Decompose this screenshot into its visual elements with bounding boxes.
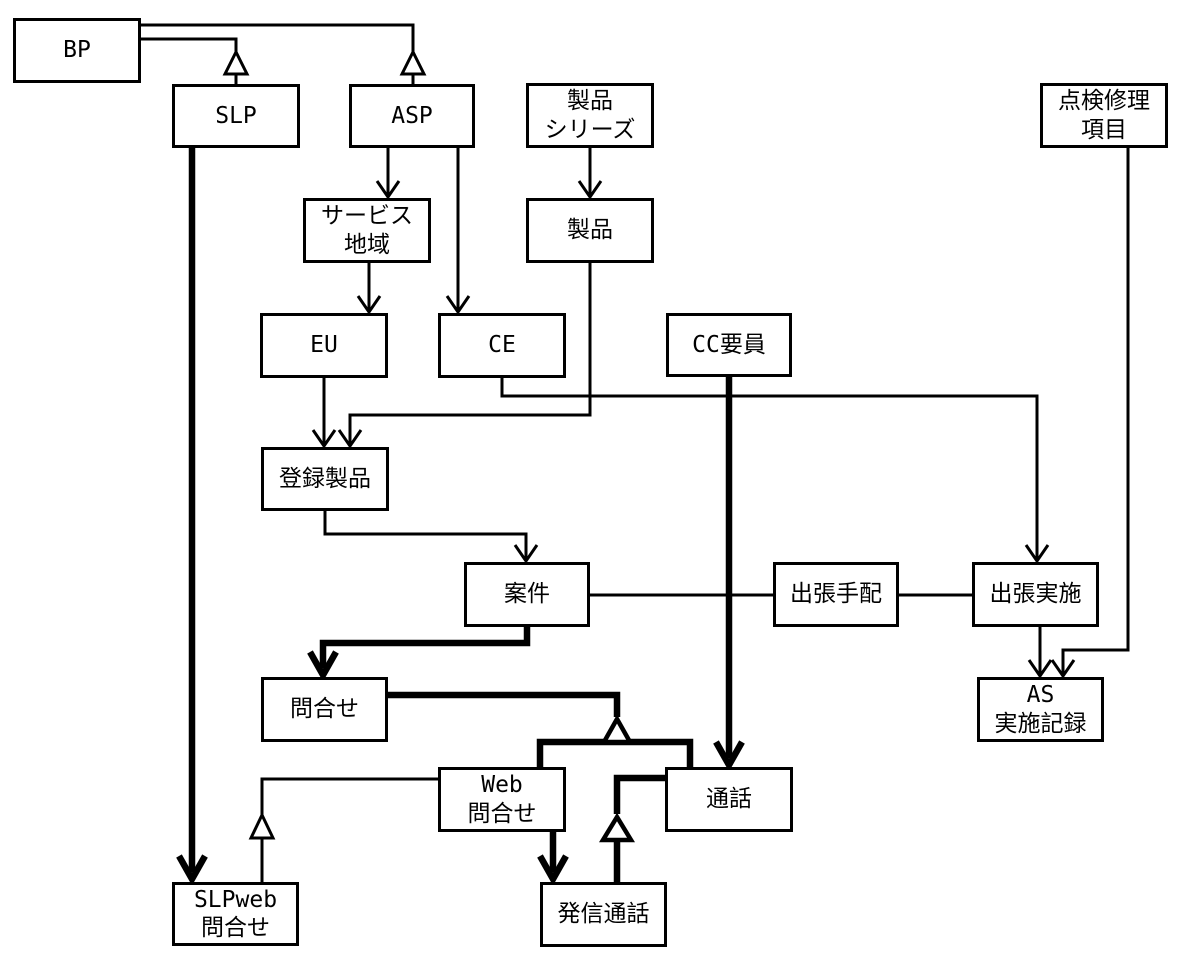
node-slp: SLP [172, 84, 300, 148]
node-inquiry: 問合せ [261, 677, 388, 742]
edge-slpweb-web-inquiry-generalization [248, 777, 438, 882]
edge-outgoing-call-call-generalization [598, 774, 665, 882]
node-product: 製品 [526, 198, 654, 263]
edge-trip-execution-as-record [1027, 627, 1053, 679]
edge-bp-asp-generalization [141, 23, 427, 84]
edge-case-inquiry [307, 627, 531, 682]
node-as-record: AS 実施記録 [977, 677, 1104, 742]
edge-asp-service-area [375, 148, 401, 200]
edge-product-registered-product [337, 263, 592, 449]
node-inspection-repair-items: 点検修理 項目 [1040, 83, 1168, 148]
node-trip-arrangement: 出張手配 [773, 562, 899, 627]
node-bp: BP [13, 18, 141, 83]
node-slpweb-inquiry: SLPweb 問合せ [172, 882, 299, 946]
node-eu: EU [260, 313, 388, 378]
node-ce: CE [438, 313, 566, 378]
edge-asp-ce [445, 148, 471, 315]
edge-bp-slp-generalization [141, 37, 250, 84]
edge-eu-registered-product [311, 378, 337, 449]
edge-service-area-eu [356, 263, 382, 315]
edge-web-inquiry-outgoing-call [537, 832, 569, 886]
node-outgoing-call: 発信通話 [540, 882, 667, 947]
node-call: 通話 [665, 767, 793, 832]
node-web-inquiry: Web 問合せ [438, 767, 566, 832]
edge-inspection-items-as-record [1050, 148, 1130, 679]
node-asp: ASP [349, 84, 475, 148]
edge-cc-staff-call [713, 377, 745, 772]
node-case: 案件 [464, 562, 590, 627]
edge-registered-product-case [323, 511, 539, 564]
edge-product-series-product [577, 148, 603, 200]
node-trip-execution: 出張実施 [972, 562, 1099, 627]
node-registered-product: 登録製品 [261, 447, 389, 511]
edge-slp-slpweb-inquiry [176, 148, 208, 886]
node-product-series: 製品 シリーズ [526, 83, 654, 148]
edge-ce-trip-execution [500, 378, 1050, 564]
node-cc-staff: CC要員 [666, 313, 792, 377]
edge-inquiry-generalization [388, 691, 694, 767]
node-service-area: サービス 地域 [303, 198, 431, 263]
